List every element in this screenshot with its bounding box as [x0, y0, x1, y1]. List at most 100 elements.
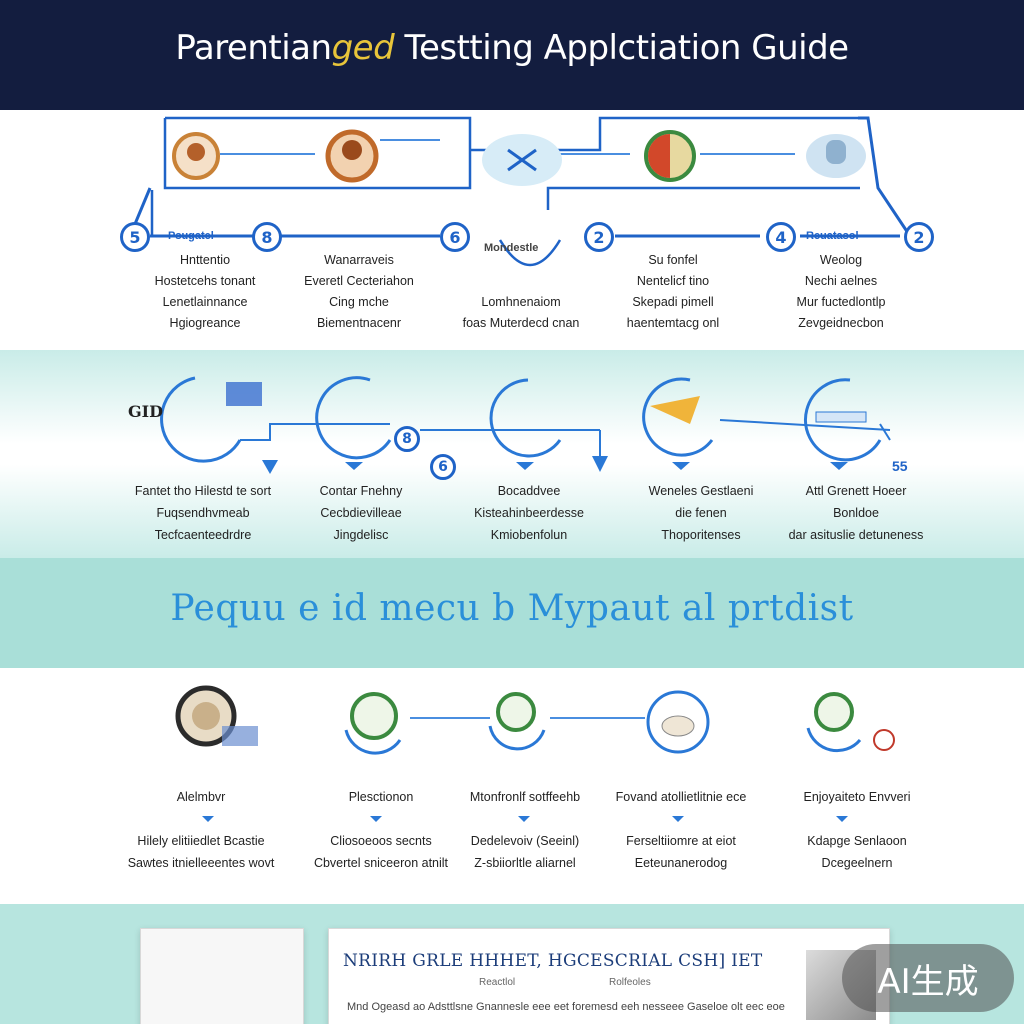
row1-badge-3: 6 — [440, 222, 470, 252]
row4-step-2-line-4: Cbvertel sniceeron atnilt — [313, 856, 449, 870]
row4-step-1-line-1: Alelmbvr — [176, 790, 226, 804]
row4-step-3-line-3: Dedelevoiv (Seeinl) — [470, 834, 580, 848]
row1-step-5-line-2: Nechi aelnes — [804, 274, 878, 288]
row1-step-4-line-2: Nentelicf tino — [636, 274, 710, 288]
row2-step-4-line-1: Weneles Gestlaeni — [648, 484, 754, 498]
row2-connectors — [240, 419, 891, 468]
row1-label-3: Reuatasol — [806, 230, 859, 242]
row2-step-1: Fantet tho Hilestd te sort Fuqsendhvmeab… — [118, 480, 288, 546]
row1-step-1: Hnttentio Hostetcehs tonant Lenetlainnan… — [120, 250, 290, 334]
row1-step-4-line-1: Su fonfel — [648, 253, 698, 267]
row1-label-2: Mondestle — [484, 242, 539, 254]
row2-step-2-line-3: Jingdelisc — [333, 528, 389, 542]
row4-step-4-line-3: Ferseltiiomre at eiot — [626, 834, 736, 848]
row4-step-1: Alelmbvr Hilely elitiiedlet Bcastie Sawt… — [116, 786, 286, 874]
row1-step-4: Su fonfel Nentelicf tino Skepadi pimell … — [588, 250, 758, 334]
row1-step-5-line-4: Zevgeidnecbon — [798, 316, 884, 330]
row1-icon-1 — [172, 132, 220, 180]
row1-step-3-line-2: foas Muterdecd cnan — [462, 316, 580, 330]
card-subtitle-2: Rolfeoles — [609, 977, 651, 988]
row1-badge-1: 5 — [120, 222, 150, 252]
title-part-2: Testting Applctiation Guide — [394, 28, 849, 68]
row4-step-3: Mtonfronlf sotffeehb Dedelevoiv (Seeinl)… — [440, 786, 610, 874]
row1-step-1-line-4: Hgiogreance — [169, 316, 241, 330]
row2-step-2-line-2: Cecbdievilleae — [320, 506, 402, 520]
row4-markers — [202, 816, 848, 822]
row2-icon-shapes — [226, 382, 867, 424]
row1-step-5-line-1: Weolog — [819, 253, 863, 267]
row4-step-4-line-2 — [596, 808, 766, 830]
card-body-text: Mnd Ogeasd ao Adsttlsne Gnannesle eee ee… — [347, 1001, 785, 1013]
row4-icon-1 — [175, 685, 258, 747]
card-left — [140, 928, 304, 1024]
row1-step-4-line-3: Skepadi pimell — [632, 295, 714, 309]
row2-badge-1: 8 — [394, 426, 420, 452]
row2-step-3: Bocaddvee Kisteahinbeerdesse Kmiobenfolu… — [444, 480, 614, 546]
row4-icon-2 — [344, 692, 402, 755]
row1-step-2-line-4: Biementnacenr — [316, 316, 402, 330]
row1-step-4-line-4: haentemtacg onl — [626, 316, 720, 330]
row2-label-1: GID — [128, 402, 164, 421]
row2-step-2-line-1: Contar Fnehny — [319, 484, 403, 498]
row1-connectors — [220, 139, 795, 155]
row4-step-2-line-3: Cliosoeoos secnts — [330, 834, 432, 848]
row4-step-1-line-3: Hilely elitiiedlet Bcastie — [137, 834, 265, 848]
row1-icon-2 — [325, 129, 379, 183]
row2-step-5-line-3: dar asituslie detuneness — [788, 528, 924, 542]
row1-step-2-line-1: Wanarraveis — [324, 253, 394, 267]
row2-step-5: Attl Grenett Hoeer Bonldoe dar asituslie… — [766, 480, 946, 546]
row2-step-5-line-2: Bonldoe — [833, 506, 879, 520]
row2-markers — [262, 456, 848, 474]
row1-step-2-line-2: Everetl Cecteriahon — [304, 274, 414, 288]
row4-step-5: Enjoyaiteto Envveri Kdapge Senlaoon Dceg… — [772, 786, 942, 874]
row4-step-4: Fovand atollietlitnie ece Ferseltiiomre … — [596, 786, 766, 874]
row1-timeline — [150, 234, 900, 267]
row1-step-3-line-1: Lomhnenaiom — [481, 295, 561, 309]
row2-step-1-line-3: Tecfcaenteedrdre — [154, 528, 252, 542]
row1-step-5: Weolog Nechi aelnes Mur fuctedlontlp Zev… — [756, 250, 926, 334]
banner-heading: Pequu e id mecu b Mypaut al prtdist — [170, 588, 854, 629]
row4-step-2: Plesctionon Cliosoeoos secnts Cbvertel s… — [296, 786, 466, 874]
row4-step-4-line-1: Fovand atollietlitnie ece — [615, 790, 747, 804]
card-title: NRIRH GRLE HHHET, HGCESCRIAL CSH] IET — [343, 951, 763, 971]
row4-step-5-line-1: Enjoyaiteto Envveri — [803, 790, 911, 804]
row4-step-5-line-4: Dcegeelnern — [821, 856, 893, 870]
row4-step-1-line-4: Sawtes itnielleeentes wovt — [127, 856, 275, 870]
title-part-1: Parentian — [175, 28, 332, 68]
row1-step-5-line-3: Mur fuctedlontlp — [796, 295, 886, 309]
card-main: NRIRH GRLE HHHET, HGCESCRIAL CSH] IET Re… — [328, 928, 890, 1024]
row2-step-1-line-1: Fantet tho Hilestd te sort — [134, 484, 272, 498]
row1-step-1-line-3: Lenetlainnance — [162, 295, 248, 309]
row2-step-3-line-3: Kmiobenfolun — [490, 528, 568, 542]
row4-step-2-line-1: Plesctionon — [348, 790, 414, 804]
row4-icon-5 — [806, 692, 895, 753]
row1-icon-5 — [806, 134, 866, 178]
row4-step-3-line-2 — [440, 808, 610, 830]
row1-step-3: Lomhnenaiom foas Muterdecd cnan — [436, 292, 606, 334]
row1-step-2-line-3: Cing mche — [329, 295, 389, 309]
row1-icon-4 — [644, 130, 696, 182]
row2-label-4: 55 — [892, 458, 908, 474]
row1-step-2: Wanarraveis Everetl Cecteriahon Cing mch… — [274, 250, 444, 334]
row2-step-3-line-1: Bocaddvee — [497, 484, 561, 498]
row4-icon-4 — [646, 690, 710, 754]
row4-step-5-line-2 — [772, 808, 942, 830]
row2-step-4: Weneles Gestlaeni die fenen Thoporitense… — [616, 480, 786, 546]
card-subtitle-1: Reactlol — [479, 977, 516, 988]
row1-badge-2: 8 — [252, 222, 282, 252]
row2-arcs — [160, 376, 882, 463]
row1-step-1-line-1: Hnttentio — [179, 253, 231, 267]
row1-icon-3 — [482, 134, 562, 186]
row2-step-1-line-2: Fuqsendhvmeab — [156, 506, 250, 520]
row2-badge-2: 6 — [430, 454, 456, 480]
row1-badge-6: 2 — [904, 222, 934, 252]
row1-badge-5: 4 — [766, 222, 796, 252]
row2-step-3-line-2: Kisteahinbeerdesse — [474, 506, 584, 520]
header-bar: Parentianged Testting Applctiation Guide — [0, 0, 1024, 110]
row1-badge-4: 2 — [584, 222, 614, 252]
title-accent: ged — [331, 28, 395, 68]
page-title: Parentianged Testting Applctiation Guide — [0, 28, 1024, 68]
row4-step-5-line-3: Kdapge Senlaoon — [807, 834, 907, 848]
row4-icon-3 — [488, 692, 546, 751]
row4-step-3-line-4: Z-sbiiorltle aliarnel — [474, 856, 576, 870]
